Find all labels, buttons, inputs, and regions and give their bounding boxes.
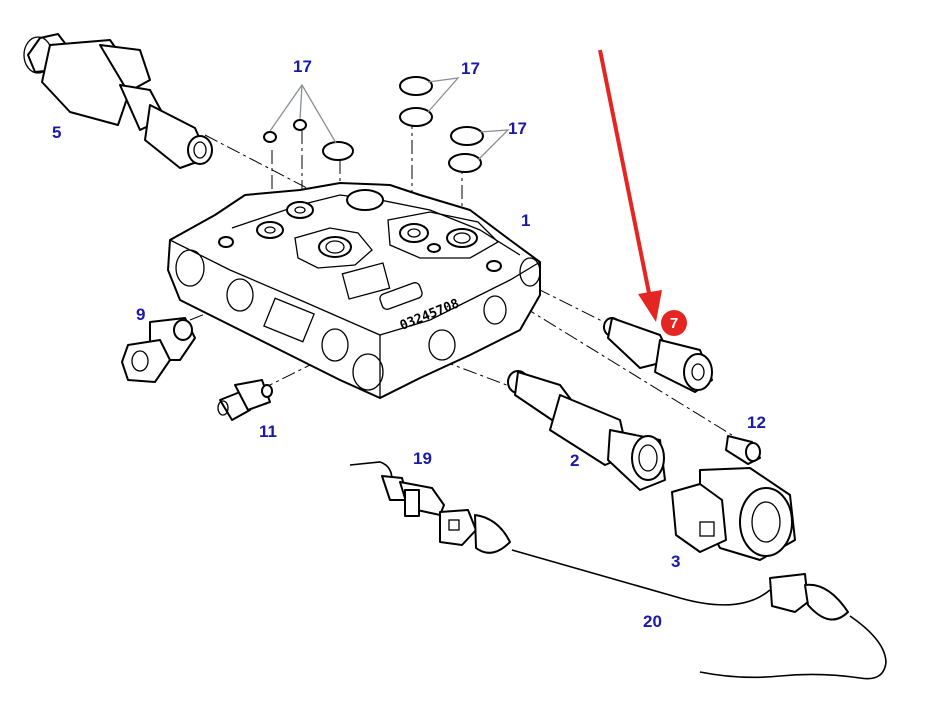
sensor-11 <box>217 379 273 421</box>
part-label-17c: 17 <box>508 119 527 138</box>
part-label-17a: 17 <box>293 57 312 76</box>
part-label-20: 20 <box>643 612 662 631</box>
part-label-11: 11 <box>259 422 277 441</box>
coil-3 <box>671 467 796 561</box>
cartridge-valve-2 <box>507 370 666 491</box>
part-label-12: 12 <box>747 413 766 432</box>
leader-lines <box>269 77 510 161</box>
highlight-badge: 7 <box>661 310 687 336</box>
o-rings <box>263 76 484 173</box>
part-label-1: 1 <box>521 211 531 230</box>
plug-9 <box>121 317 196 383</box>
part-label-3: 3 <box>671 552 681 571</box>
plug-12 <box>725 435 761 465</box>
cable-20 <box>439 509 887 680</box>
highlight-arrow <box>598 49 662 322</box>
part-label-5: 5 <box>52 123 62 142</box>
solenoid-valve-5 <box>23 33 213 169</box>
part-label-19: 19 <box>413 449 432 468</box>
part-label-2: 2 <box>570 451 580 470</box>
valve-block: 03245708 <box>167 182 541 399</box>
part-label-9: 9 <box>136 305 146 324</box>
connector-19 <box>349 461 445 517</box>
valve-7 <box>603 317 713 393</box>
part-label-17b: 17 <box>461 59 480 78</box>
